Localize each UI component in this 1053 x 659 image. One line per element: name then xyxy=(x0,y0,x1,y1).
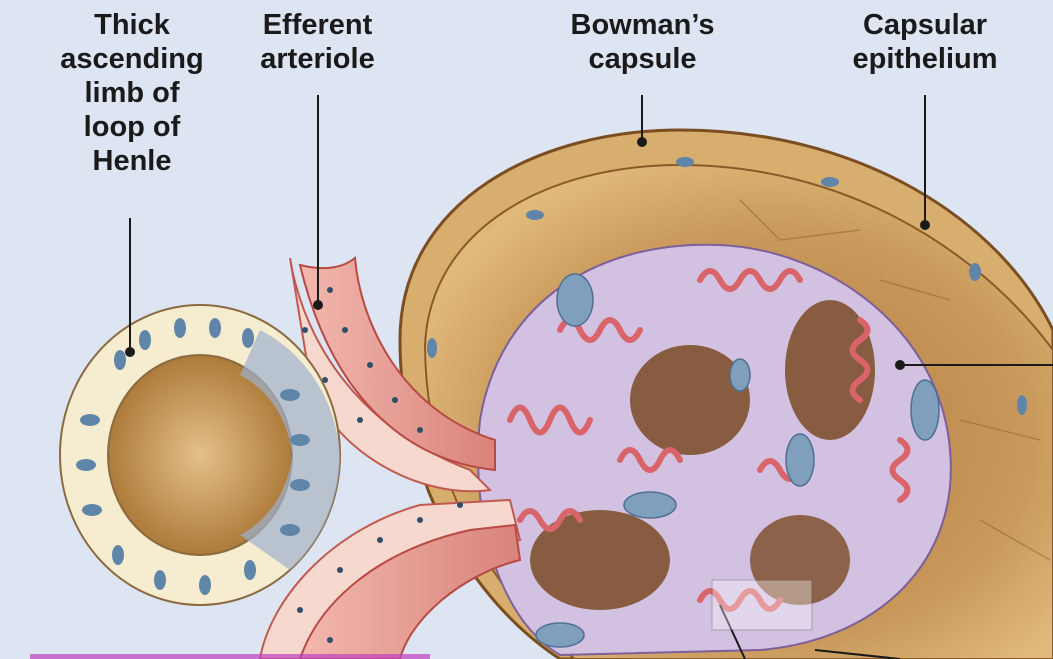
label-efferent-arteriole: Efferent arteriole xyxy=(240,8,395,76)
leader-dot-henle xyxy=(126,348,134,356)
label-line: Henle xyxy=(52,144,212,178)
label-line: limb of xyxy=(52,76,212,110)
leader-dot-capsular xyxy=(921,221,929,229)
leader-dot-efferent xyxy=(314,301,322,309)
label-line: arteriole xyxy=(240,42,395,76)
label-line: Thick xyxy=(52,8,212,42)
leader-dot-podocyte xyxy=(896,361,904,369)
label-line: Bowman’s xyxy=(545,8,740,42)
thick-ascending-limb-tubule xyxy=(60,305,340,605)
label-line: epithelium xyxy=(830,42,1020,76)
label-line: capsule xyxy=(545,42,740,76)
label-line: Efferent xyxy=(240,8,395,42)
leader-dot-bowman xyxy=(638,138,646,146)
label-thick-ascending-limb: Thick ascending limb of loop of Henle xyxy=(52,8,212,178)
label-line: Capsular xyxy=(830,8,1020,42)
label-line: ascending xyxy=(52,42,212,76)
inset-frame xyxy=(712,580,812,630)
bottom-color-strip xyxy=(30,654,430,659)
label-capsular-epithelium: Capsular epithelium xyxy=(830,8,1020,76)
label-bowmans-capsule: Bowman’s capsule xyxy=(545,8,740,76)
label-line: loop of xyxy=(52,110,212,144)
